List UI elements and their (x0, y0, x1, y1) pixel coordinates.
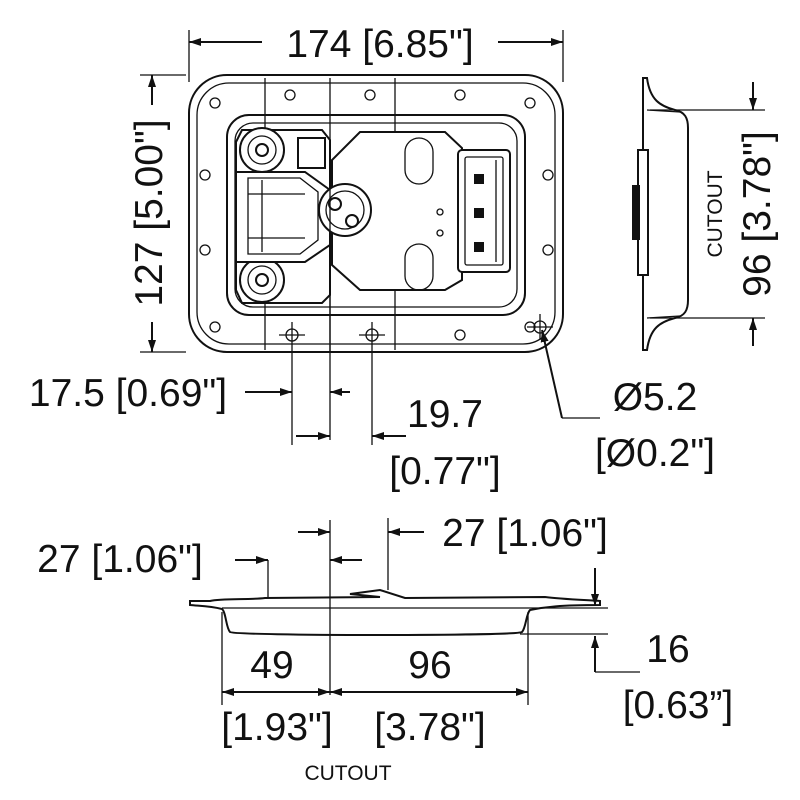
right-cutout-dimension: 96 [3.78"] (330, 644, 528, 749)
width-dimension: 174 [6.85"] (189, 23, 563, 66)
side-cutout-label: CUTOUT (704, 170, 727, 257)
pitch-left-dimension: 17.5 [0.69"] (29, 372, 350, 415)
right-offset-dimension: 27 [1.06"] (298, 512, 608, 555)
right-offset-label: 27 [1.06"] (442, 512, 608, 555)
depth-dimension: 16 [0.63”] (591, 568, 734, 727)
left-offset-dimension: 27 [1.06"] (37, 538, 362, 581)
keeper-catch (457, 149, 511, 273)
bottom-cutout-label: CUTOUT (304, 762, 391, 785)
hinge-body (235, 127, 331, 304)
recessed-dish (226, 114, 526, 316)
left-cutout-dimension: 49 [1.93"] (221, 644, 332, 749)
crosshair-holes (279, 314, 553, 348)
pitch-right-label-line1: 19.7 (407, 393, 483, 436)
right-cutout-inch: [3.78"] (374, 706, 485, 749)
twist-handle (318, 183, 372, 237)
left-offset-label: 27 [1.06"] (37, 538, 203, 581)
height-dimension-label: 127 [5.00"] (128, 119, 171, 306)
side-view: CUTOUT 96 [3.78"] (632, 77, 779, 351)
width-dimension-label: 174 [6.85"] (286, 23, 473, 66)
depth-inch-label: [0.63”] (623, 684, 734, 727)
hole-diameter-callout: Ø5.2 [Ø0.2"] (540, 329, 715, 475)
top-view: 174 [6.85"] 127 [5.00"] (29, 23, 715, 493)
left-cutout-value: 49 (250, 644, 293, 687)
depth-value-label: 16 (646, 628, 689, 671)
pitch-right-label-line2: [0.77"] (389, 450, 500, 493)
mounting-holes (199, 89, 554, 341)
pitch-right-dimension: 19.7 [0.77"] (296, 393, 501, 493)
height-dimension: 127 [5.00"] (128, 75, 171, 352)
left-cutout-inch: [1.93"] (221, 706, 332, 749)
hole-diameter-label-line2: [Ø0.2"] (595, 432, 715, 475)
bottom-view: 27 [1.06"] 27 [1.06"] 16 [0.63”] 49 [1.9… (37, 512, 733, 785)
right-cutout-value: 96 (408, 644, 451, 687)
hole-diameter-label-line1: Ø5.2 (613, 376, 698, 419)
pitch-left-label: 17.5 [0.69"] (29, 372, 227, 415)
side-cutout-dimension-label: 96 [3.78"] (736, 131, 779, 297)
